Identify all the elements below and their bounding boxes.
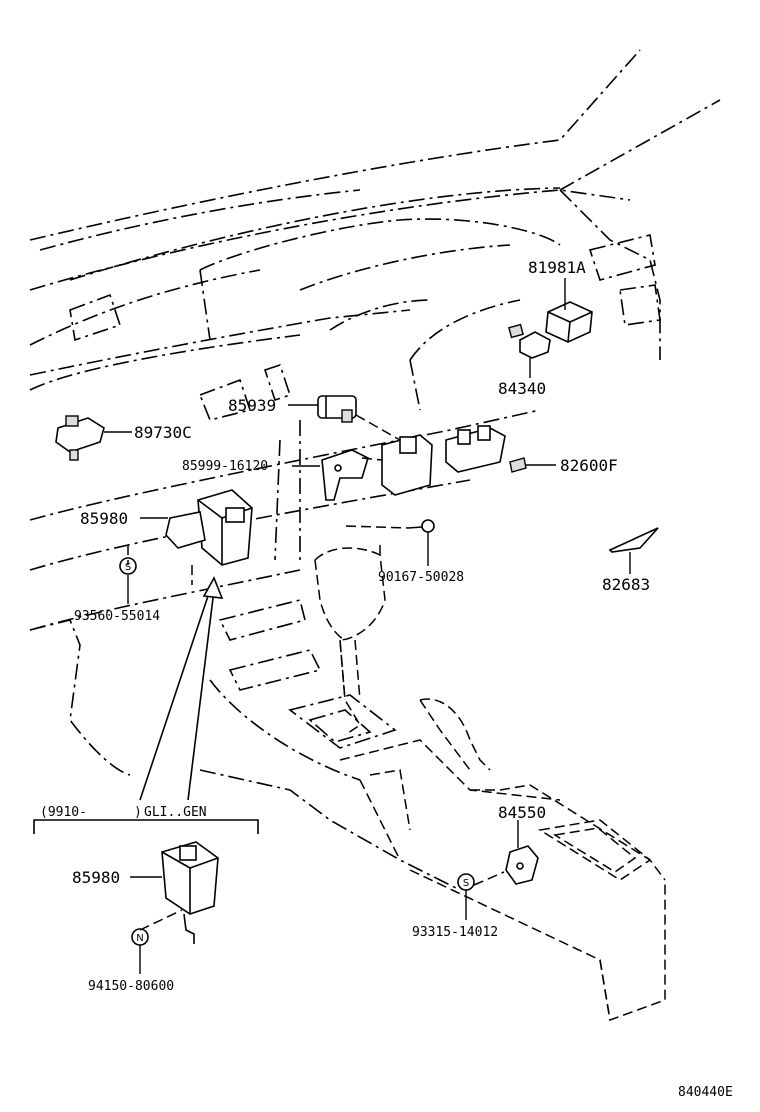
label-94150-80600: 94150-80600: [88, 979, 174, 994]
part-82683-label: [608, 527, 659, 553]
label-85980-inset: 85980: [72, 868, 120, 887]
label-89730c: 89730C: [134, 423, 192, 442]
part-control-unit: [381, 434, 433, 496]
label-84550: 84550: [498, 803, 546, 822]
part-relay-block: [445, 425, 506, 473]
s-marker-1: S: [119, 557, 137, 575]
part-85999-bracket: [321, 449, 369, 501]
label-93560-55014: 93560-55014: [74, 609, 160, 624]
part-82600f-clip: [509, 457, 527, 473]
part-81981a-relay: [545, 301, 593, 343]
part-84550-switch: [505, 845, 539, 885]
inset-grades: GLI..GEN: [144, 805, 207, 820]
part-90167-bolt: [407, 519, 435, 533]
part-84340-switch: [508, 323, 551, 359]
label-81981a: 81981A: [528, 258, 586, 277]
svg-text:S: S: [125, 562, 131, 573]
label-85999-16120: 85999-16120: [182, 459, 268, 474]
label-90167-50028: 90167-50028: [378, 570, 464, 585]
label-84340: 84340: [498, 379, 546, 398]
part-85939-connector: [317, 395, 357, 423]
shift-lever-and-console: [314, 545, 666, 1022]
svg-text:N: N: [136, 933, 143, 944]
svg-text:S: S: [463, 878, 469, 889]
inset-bracket: [33, 819, 259, 834]
part-85980-inset-ecu: [161, 841, 219, 944]
part-89730c-sensor: [55, 415, 105, 461]
label-93315-14012: 93315-14012: [412, 925, 498, 940]
figure-code: 840440E: [678, 1085, 733, 1100]
inset-range: (9910-: [40, 805, 87, 820]
inset-reference-arrows: [139, 576, 224, 801]
label-82600f: 82600F: [560, 456, 618, 475]
leader-lines: [104, 278, 631, 974]
label-82683: 82683: [602, 575, 650, 594]
s-marker-2: S: [457, 873, 475, 891]
n-marker: N: [131, 928, 149, 946]
label-85980: 85980: [80, 509, 128, 528]
inset-range-close: ): [134, 805, 142, 820]
label-85939: 85939: [228, 396, 276, 415]
part-85980-ecu: [165, 489, 253, 566]
